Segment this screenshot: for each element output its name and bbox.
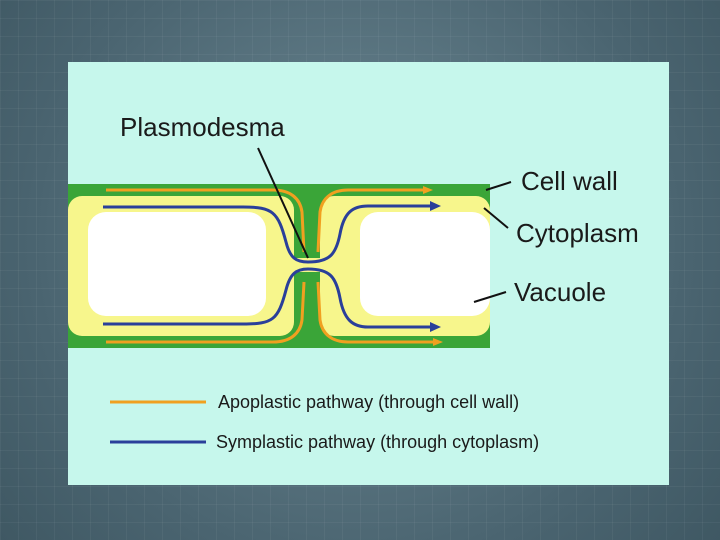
symplastic-path-top [103,204,430,264]
cell-wall-label: Cell wall [521,166,618,196]
cell-wall-pointer [485,181,512,191]
apoplastic-path-top [106,188,423,253]
vacuole-pointer [473,291,507,303]
plasmodesma-pointer [257,147,309,259]
vacuole-left [88,212,266,316]
cytoplasm-label: Cytoplasm [516,218,639,248]
apoplastic-path-bottom [106,281,433,344]
diagram-panel: Plasmodesma Cell wall Cytoplasm Vacuole … [68,62,669,485]
plasmodesma-diagram: Plasmodesma Cell wall Cytoplasm Vacuole … [68,112,639,452]
vacuole-label: Vacuole [514,277,606,307]
symplastic-path-bottom [103,267,430,329]
apoplastic-arrow-top [423,186,433,194]
legend: Apoplastic pathway (through cell wall) S… [110,392,539,452]
symplastic-arrow-bottom [430,322,441,332]
plasmodesma-label: Plasmodesma [120,112,285,142]
legend-apoplastic-text: Apoplastic pathway (through cell wall) [218,392,519,412]
vacuole-right [360,212,490,316]
symplastic-arrow-top [430,201,441,211]
cytoplasm-pointer [483,207,509,229]
apoplastic-arrow-bottom [433,338,443,346]
legend-symplastic-text: Symplastic pathway (through cytoplasm) [216,432,539,452]
